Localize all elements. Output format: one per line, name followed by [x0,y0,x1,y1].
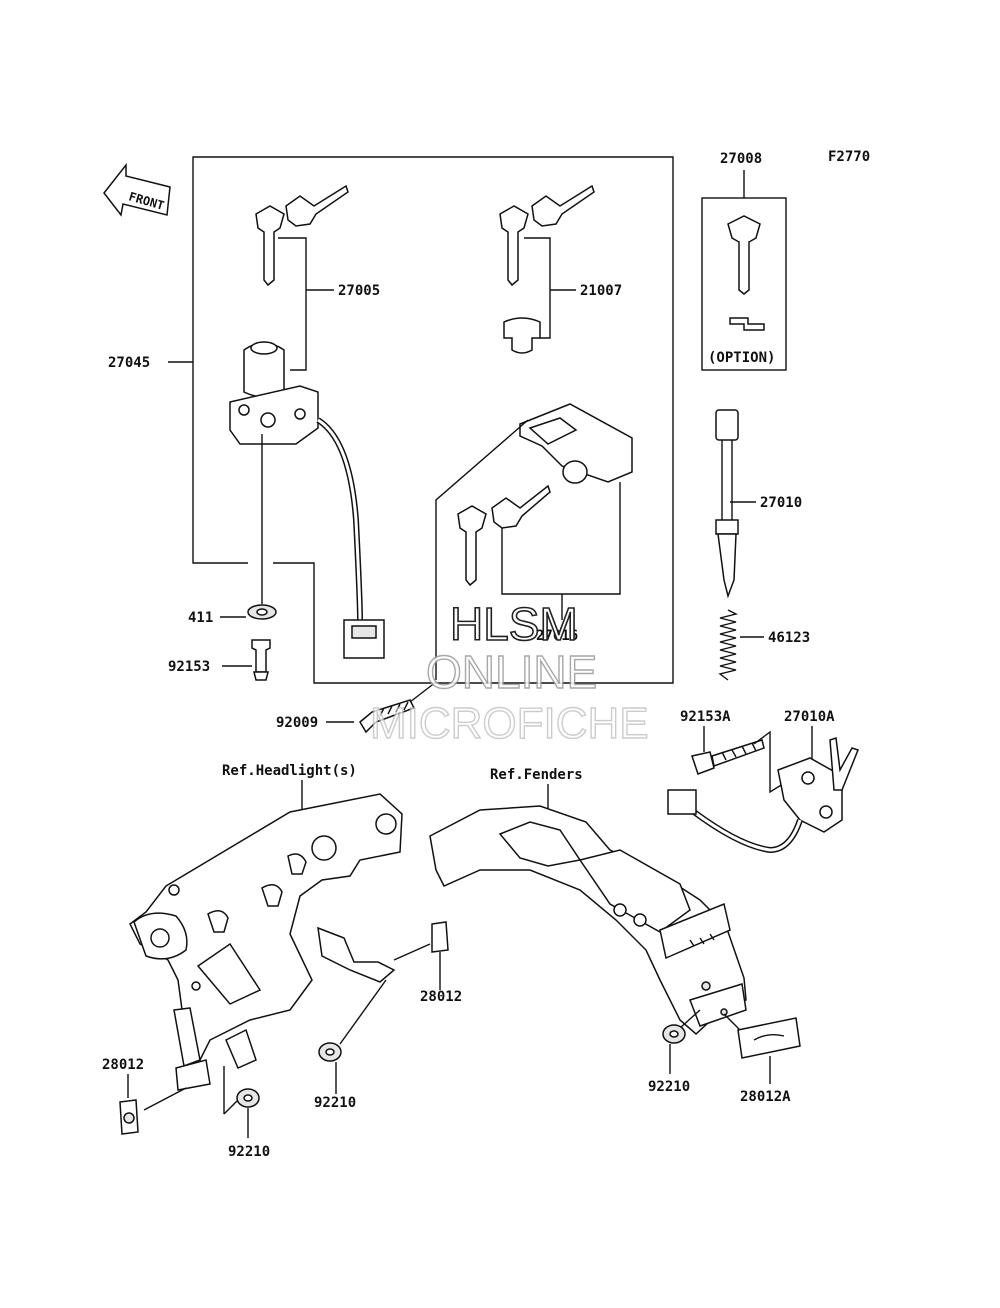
callout-27010: 27010 [760,495,802,511]
callout-28012-left: 28012 [102,1057,144,1073]
callout-21007: 21007 [580,283,622,299]
side-stand-switch-icon [667,736,859,854]
callout-411: 411 [188,610,213,626]
callout-92153: 92153 [168,659,210,675]
watermark: HLSM ONLINE MICROFICHE [369,597,649,749]
switch-wire-27010-icon [715,409,739,599]
leader-21007 [524,237,551,339]
figure-code: F2770 [828,149,870,165]
nut-92210-right-icon [662,1024,686,1044]
key-blank-icon [727,215,765,331]
ignition-switch-icon [229,341,385,659]
callout-27008: 27008 [720,151,762,167]
watermark-line-2: ONLINE [426,646,597,698]
key-set-21007-icon [499,184,595,354]
nut-92210-center-icon [318,1042,342,1062]
callout-46123: 46123 [768,630,810,646]
plate-28012-center-icon [431,921,449,953]
callout-27045: 27045 [108,355,150,371]
callout-27005: 27005 [338,283,380,299]
callout-ref-fenders: Ref.Fenders [490,767,583,783]
rear-fender-icon [429,805,747,1036]
ignition-switch-assembly-box [192,156,674,684]
callout-27016: 27016 [536,628,578,644]
seat-lock-icon [457,403,633,587]
bolt-92153A-icon [691,739,765,775]
leader-27005 [278,237,307,371]
callout-28012A: 28012A [740,1089,791,1105]
option-label: (OPTION) [708,350,775,366]
option-key-box: (OPTION) [701,170,787,371]
callout-ref-headlights: Ref.Headlight(s) [222,763,357,779]
spring-46123-icon [718,609,739,681]
washer-icon [247,604,277,620]
headlight-bracket-icon [129,793,403,1091]
callout-92210-right: 92210 [648,1079,690,1095]
callout-92153A: 92153A [680,709,731,725]
watermark-line-3: MICROFICHE [370,699,649,748]
callout-27010A: 27010A [784,709,835,725]
nut-92210-left-icon [236,1088,260,1108]
callout-92210-left: 92210 [228,1144,270,1160]
front-arrow-icon: FRONT [103,162,171,217]
bolt-92153-icon [251,639,271,681]
callout-28012-center: 28012 [420,989,462,1005]
watermark-line-1: HLSM [450,598,578,650]
screw-92009-icon [359,699,416,734]
plate-28012-left-icon [119,1099,139,1135]
reflector-28012A-icon [737,1017,801,1059]
key-set-27005-icon [255,184,349,287]
callout-92009: 92009 [276,715,318,731]
callout-92210-center: 92210 [314,1095,356,1111]
